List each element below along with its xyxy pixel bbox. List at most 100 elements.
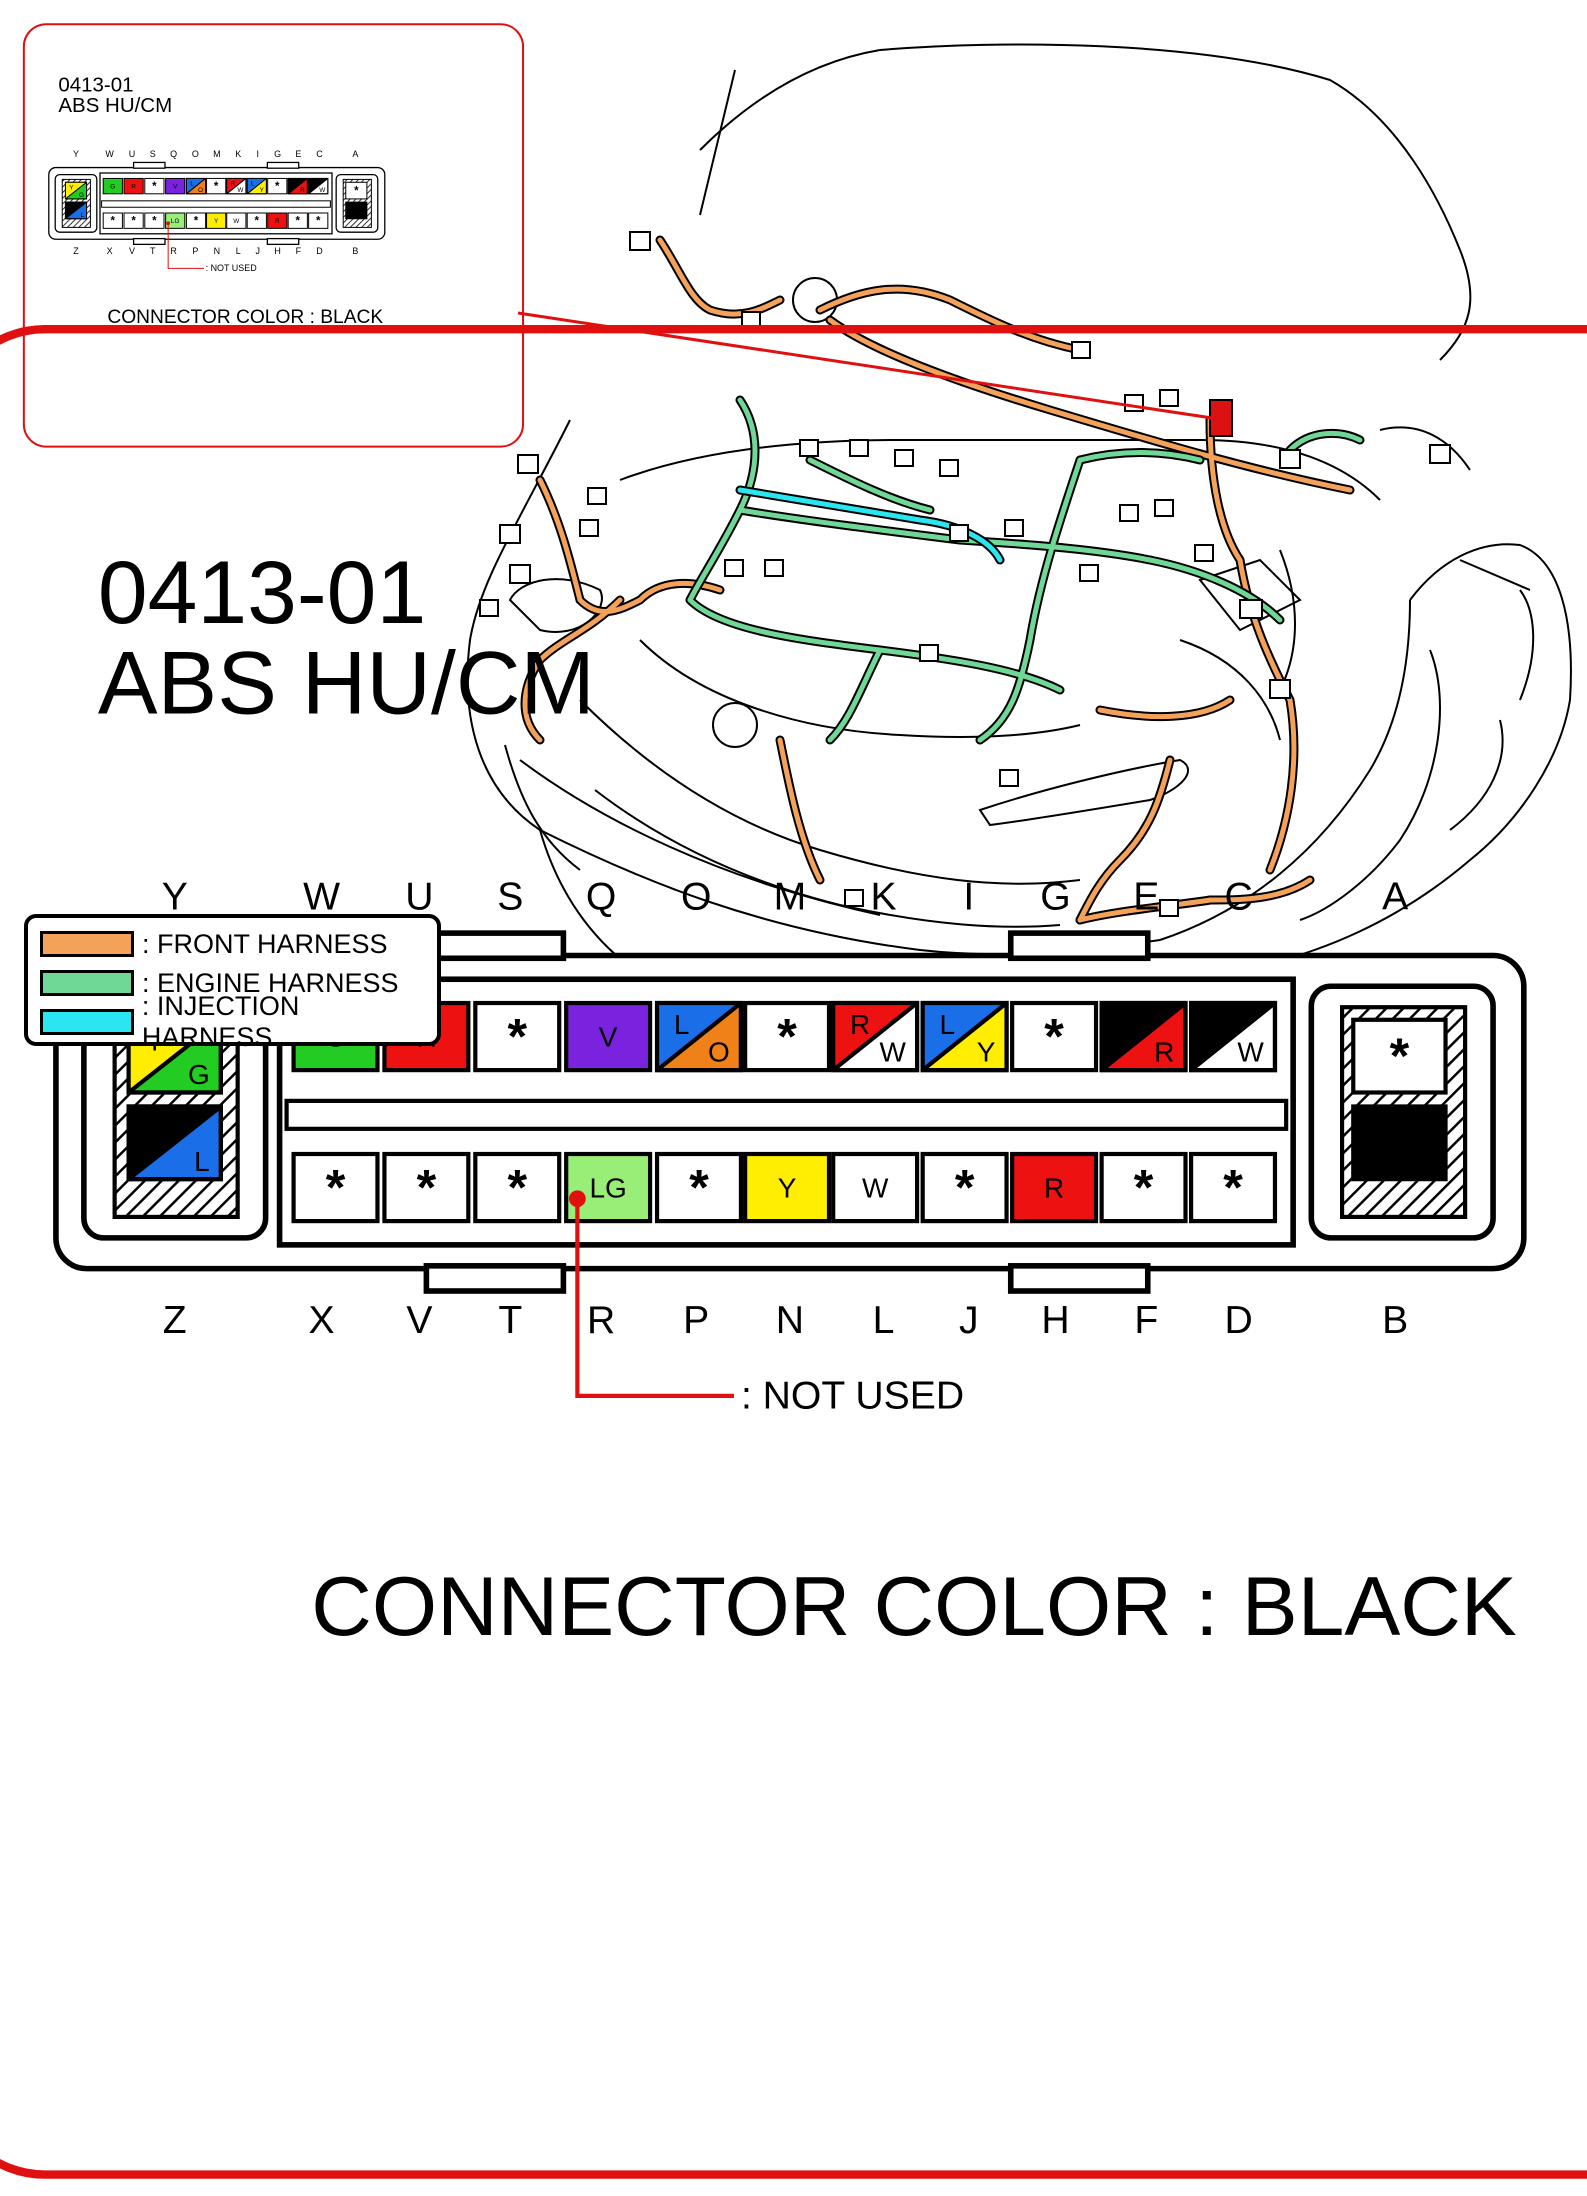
pin-W[interactable]: G: [102, 177, 123, 195]
pin-letter-top: Q: [586, 875, 616, 918]
pin-N[interactable]: Y: [206, 212, 227, 229]
legend-item-front: : FRONT HARNESS: [40, 928, 388, 960]
pin-V[interactable]: *: [123, 212, 144, 229]
pin-Z[interactable]: BL: [64, 201, 88, 220]
pin-H[interactable]: R: [1010, 1151, 1099, 1224]
pin-wire-color: W: [233, 218, 240, 225]
pin-D[interactable]: *: [1188, 1151, 1278, 1224]
pin-H[interactable]: R: [267, 212, 288, 229]
pin-letter-bottom: T: [150, 246, 156, 256]
pin-B[interactable]: B: [1351, 1104, 1448, 1182]
connector-location-marker[interactable]: [1209, 399, 1233, 437]
not-used-leader: [575, 1198, 734, 1398]
pin-S[interactable]: *: [144, 177, 165, 195]
pin-wire-color-2: G: [79, 192, 84, 199]
not-used-mark: *: [326, 1158, 346, 1215]
pin-J[interactable]: *: [246, 212, 267, 229]
pin-S[interactable]: *: [473, 1000, 562, 1073]
pin-outline: [287, 177, 308, 195]
pin-letter-bottom: Z: [163, 1299, 187, 1342]
pin-Y[interactable]: YG: [64, 181, 88, 200]
pin-L[interactable]: W: [226, 212, 247, 229]
pin-fill: [743, 1151, 832, 1224]
pin-V[interactable]: *: [382, 1151, 471, 1224]
not-used-mark: *: [111, 216, 116, 228]
pin-M[interactable]: *: [206, 177, 227, 195]
pin-J[interactable]: *: [920, 1151, 1009, 1224]
harness-legend: : FRONT HARNESS : ENGINE HARNESS : INJEC…: [24, 914, 441, 1052]
pin-G[interactable]: *: [267, 177, 288, 195]
pin-wire-color-1: B: [292, 180, 296, 187]
not-used-mark: *: [316, 216, 321, 228]
pin-T[interactable]: *: [473, 1151, 562, 1224]
pin-fill: [654, 1151, 744, 1224]
connector-color-caption: CONNECTOR COLOR : BLACK: [107, 307, 383, 328]
pin-letter-bottom: N: [214, 246, 220, 256]
not-used-mark: *: [689, 1158, 709, 1215]
pin-wire-color: R: [1044, 1172, 1064, 1203]
pin-P[interactable]: *: [654, 1151, 744, 1224]
pin-I[interactable]: LY: [246, 177, 267, 195]
pin-P[interactable]: *: [185, 212, 207, 229]
pin-split-line: [65, 201, 87, 220]
pin-letter-top: S: [150, 149, 156, 159]
pin-fill: [165, 212, 186, 229]
pin-fill: [920, 1151, 1009, 1224]
pin-L[interactable]: W: [831, 1151, 920, 1224]
pin-letter-top: U: [129, 149, 135, 159]
pin-Q[interactable]: V: [564, 1000, 653, 1073]
pin-F[interactable]: *: [287, 212, 308, 229]
not-used-mark: *: [1134, 1158, 1154, 1215]
pin-fill: [267, 212, 288, 229]
pin-letter-bottom: P: [192, 246, 198, 256]
pin-A[interactable]: *: [345, 181, 368, 200]
pin-wire-color-1: L: [939, 1009, 955, 1040]
pin-E[interactable]: BR: [287, 177, 308, 195]
pin-M[interactable]: *: [743, 1000, 832, 1073]
pin-R[interactable]: LG: [165, 212, 186, 229]
pin-U[interactable]: R: [123, 177, 144, 195]
pin-G[interactable]: *: [1010, 1000, 1099, 1073]
pin-Z[interactable]: BL: [126, 1104, 223, 1182]
pin-fill: [102, 212, 123, 229]
pin-letter-top: Q: [170, 149, 177, 159]
pin-wire-color-2: G: [188, 1059, 210, 1090]
not-used-note: : NOT USED: [206, 263, 258, 273]
injection-harness-fill: [737, 487, 1003, 563]
pin-A[interactable]: *: [1351, 1017, 1448, 1095]
pin-X[interactable]: *: [102, 212, 123, 229]
pin-F[interactable]: *: [1099, 1151, 1188, 1224]
pin-O[interactable]: LO: [185, 177, 207, 195]
pin-T[interactable]: *: [144, 212, 165, 229]
pin-N[interactable]: Y: [743, 1151, 832, 1224]
pin-letter-top: Y: [73, 149, 79, 159]
pin-C[interactable]: BW: [308, 177, 329, 195]
pin-R[interactable]: LG: [564, 1151, 653, 1224]
pin-D[interactable]: *: [308, 212, 329, 229]
pin-wire-color: LG: [589, 1172, 626, 1203]
pin-B[interactable]: B: [345, 201, 368, 220]
pin-K[interactable]: RW: [831, 1000, 920, 1073]
pin-letter-top: W: [105, 149, 114, 159]
not-used-mark: *: [507, 1007, 527, 1064]
pin-split-line: [246, 178, 267, 195]
pin-I[interactable]: LY: [920, 1000, 1009, 1073]
pin-wire-color: W: [862, 1172, 889, 1203]
pin-letter-bottom: V: [406, 1299, 432, 1342]
not-used-mark: *: [1044, 1007, 1064, 1064]
pin-letter-top: O: [681, 875, 711, 918]
housing-latch: [423, 1263, 567, 1294]
pin-wire-color-1: R: [850, 1009, 870, 1040]
pin-Q[interactable]: V: [165, 177, 186, 195]
pin-E[interactable]: BR: [1099, 1000, 1188, 1073]
pin-fill: [1010, 1151, 1099, 1224]
pin-K[interactable]: RW: [226, 177, 247, 195]
pin-letter-top: O: [192, 149, 199, 159]
front-harness-swatch: [40, 931, 134, 957]
pin-O[interactable]: LO: [654, 1000, 744, 1073]
pin-X[interactable]: *: [291, 1151, 380, 1224]
pin-wire-color: R: [275, 218, 280, 225]
pin-C[interactable]: BW: [1188, 1000, 1278, 1073]
